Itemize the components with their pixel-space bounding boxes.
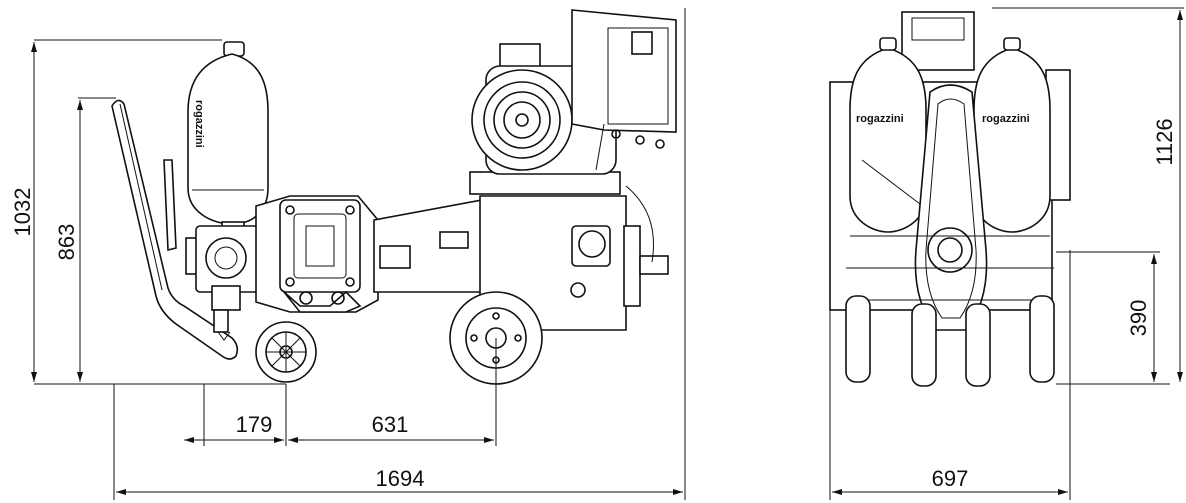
- control-box: [571, 9, 677, 171]
- rear-tank-right-brand: rogazzini: [982, 113, 1030, 125]
- rear-tank-left: rogazzini: [849, 37, 927, 233]
- rear-wheel-outer-left: [845, 295, 871, 383]
- handle: [111, 99, 239, 360]
- dim-total-height-rear: 1126: [1152, 118, 1177, 165]
- rear-wheel-inner-left: [911, 303, 937, 387]
- dim-offset-front: 179: [236, 412, 273, 437]
- pump-manifold: [185, 225, 259, 341]
- rear-wheel-inner-right: [965, 303, 991, 387]
- side-lever: [163, 159, 177, 252]
- side-view: rogazzini: [111, 9, 677, 385]
- tank-brand-label: rogazzini: [193, 100, 205, 148]
- rear-view: rogazzini rogazzini: [829, 11, 1071, 387]
- rear-tank-right: rogazzini: [973, 37, 1051, 233]
- dim-height-tank: 1032: [10, 188, 35, 237]
- dim-axle-height: 390: [1126, 300, 1151, 337]
- dim-height-handle: 863: [54, 224, 79, 261]
- dim-total-length: 1694: [376, 466, 425, 491]
- rear-wheel-outer-right: [1029, 295, 1055, 383]
- rear-tank-left-brand: rogazzini: [856, 113, 904, 125]
- front-wheel: [255, 321, 317, 383]
- dimension-lines: [31, 7, 1184, 500]
- pump-body: [255, 195, 379, 313]
- dim-total-width: 697: [932, 466, 969, 491]
- dim-wheelbase: 631: [372, 412, 409, 437]
